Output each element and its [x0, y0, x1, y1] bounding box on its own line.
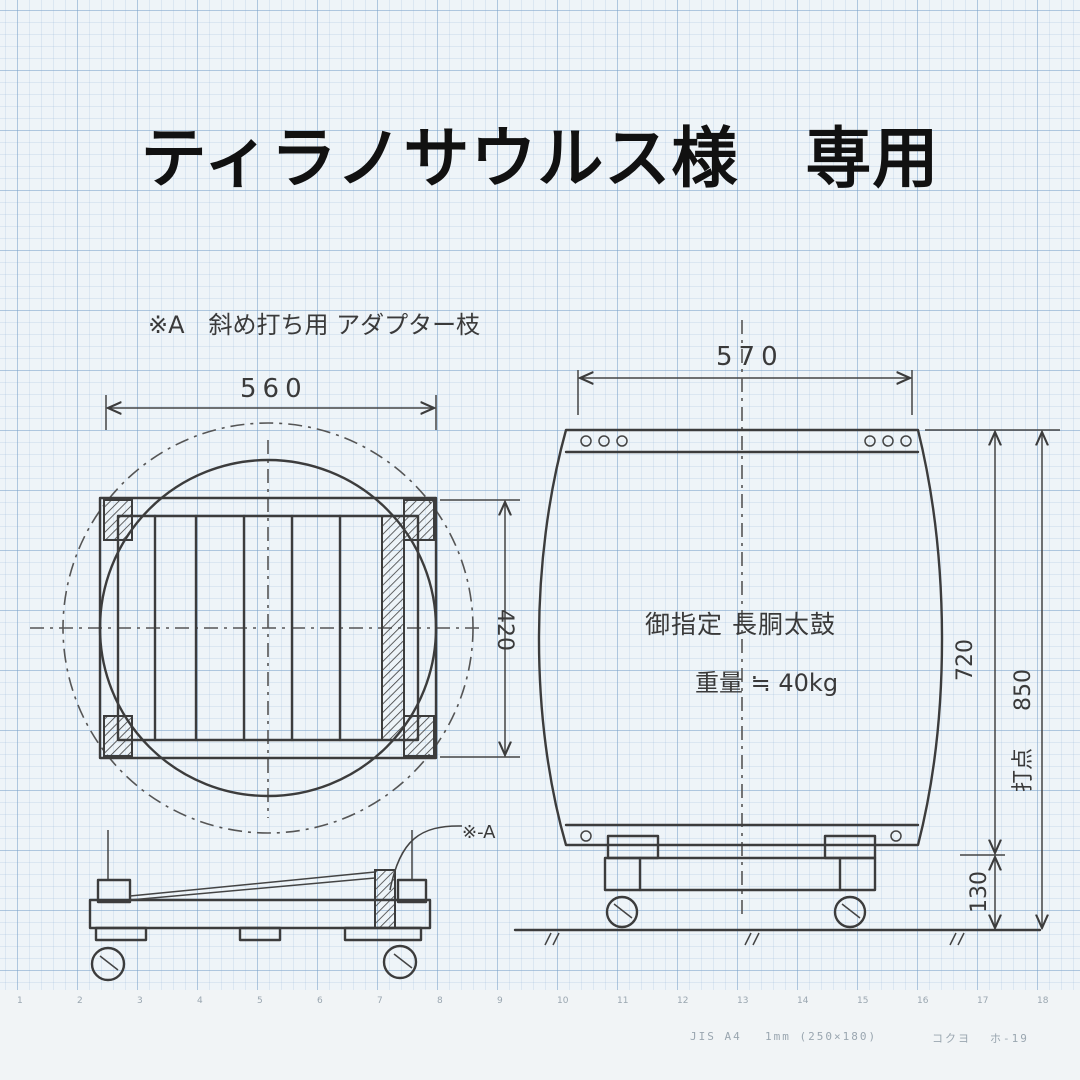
scale-tick: 2 [77, 996, 83, 1006]
dim-drum-height: 720 [953, 639, 978, 681]
scale-tick: 1 [17, 996, 23, 1006]
scale-tick: 12 [677, 996, 689, 1006]
scale-tick: 4 [197, 996, 203, 1006]
dim-drum-width: 570 [716, 342, 784, 372]
scale-tick: 8 [437, 996, 443, 1006]
scale-tick: 18 [1037, 996, 1049, 1006]
scale-tick: 9 [497, 996, 503, 1006]
footer-code: ホ-19 [990, 1032, 1029, 1045]
page-title: ティラノサウルス様 専用 [140, 120, 940, 197]
scale-tick: 14 [797, 996, 809, 1006]
scale-tick: 13 [737, 996, 749, 1006]
footer-grid: 1mm (250×180) [765, 1030, 878, 1043]
scale-tick: 11 [617, 996, 629, 1006]
scale-tick: 7 [377, 996, 383, 1006]
drum-front-view [513, 320, 1060, 946]
drum-weight-label: 重量 ≒ 40kg [695, 669, 839, 697]
scale-tick: 3 [137, 996, 143, 1006]
dim-stand-depth: 420 [492, 609, 517, 651]
dim-stand-height: 130 [967, 871, 992, 913]
drum-name-label: 御指定 長胴太鼓 [645, 610, 836, 639]
scale-tick: 10 [557, 996, 569, 1006]
adapter-note: ※A 斜め打ち用 アダプター枝 [148, 311, 481, 339]
scale-tick: 5 [257, 996, 263, 1006]
dim-total-height: 850 [1011, 669, 1036, 711]
stand-top-view [30, 395, 520, 834]
scale-tick: 6 [317, 996, 323, 1006]
scale-tick: 16 [917, 996, 929, 1006]
dim-stand-width: 560 [240, 374, 308, 404]
footer-brand: コクヨ [932, 1032, 971, 1045]
dim-total-prefix: 打点 [1011, 748, 1036, 792]
scale-tick: 15 [857, 996, 869, 1006]
footer-paper: JIS A4 [690, 1030, 742, 1043]
ref-a-label: ※-A [462, 822, 496, 843]
scale-tick: 17 [977, 996, 989, 1006]
stand-side-view [88, 825, 463, 982]
paper-margin [0, 990, 1080, 1080]
